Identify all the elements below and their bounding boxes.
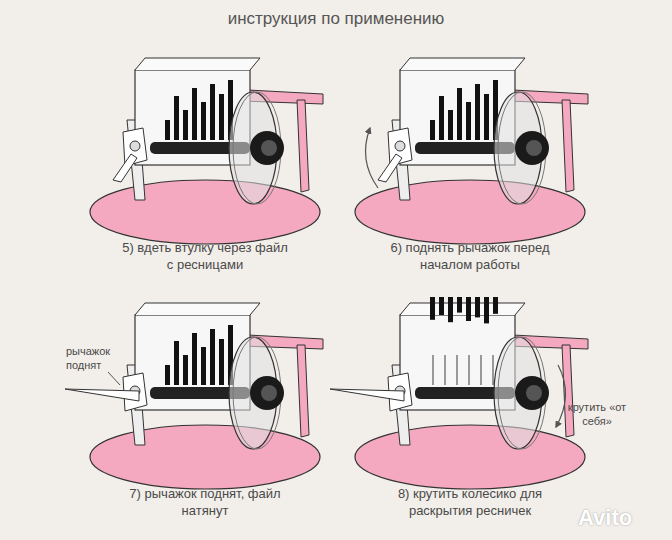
step-caption: 8) крутить колесико для раскрытия реснич… xyxy=(380,486,560,520)
callout-label: крутить «от себя» xyxy=(562,400,632,429)
lash-device xyxy=(355,58,588,244)
step-caption: 6) поднять рычажок перед началом работы xyxy=(385,240,555,274)
leader-line xyxy=(108,372,120,385)
lash-device xyxy=(330,297,588,489)
callout-label: рычажок поднят xyxy=(66,344,136,373)
step-caption: 5) вдеть втулку через файл с ресницами xyxy=(120,240,290,274)
title: инструкция по применению xyxy=(0,8,672,30)
watermark: Avito xyxy=(578,504,658,533)
lash-device xyxy=(65,303,323,489)
lash-device xyxy=(90,58,323,244)
step-caption: 7) рычажок поднят, файл натянут xyxy=(120,486,290,520)
